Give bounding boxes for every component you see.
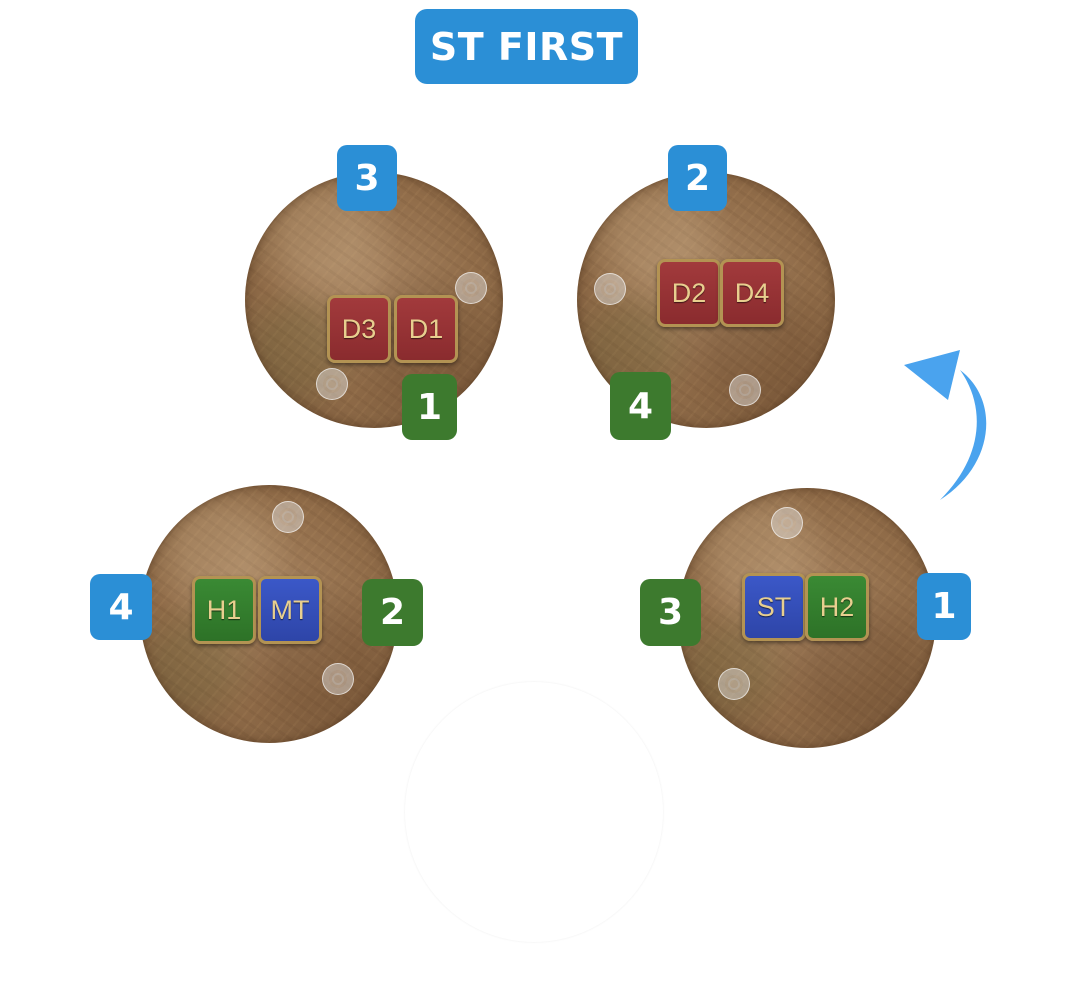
waymark-circle-icon xyxy=(718,668,750,700)
order-badge-blue: 4 xyxy=(90,574,152,640)
order-badge-green: 4 xyxy=(610,372,671,440)
role-tile-d3: D3 xyxy=(327,295,391,363)
page-title: ST FIRST xyxy=(415,9,638,84)
role-tile-h1: H1 xyxy=(192,576,256,644)
order-badge-green: 3 xyxy=(640,579,701,646)
platform-bottom-empty xyxy=(405,682,663,942)
role-tile-d4: D4 xyxy=(720,259,784,327)
role-tile-h2: H2 xyxy=(805,573,869,641)
role-tile-d1: D1 xyxy=(394,295,458,363)
waymark-circle-icon xyxy=(729,374,761,406)
order-badge-green: 2 xyxy=(362,579,423,646)
role-tile-st: ST xyxy=(742,573,806,641)
order-badge-blue: 3 xyxy=(337,145,397,211)
role-tile-d2: D2 xyxy=(657,259,721,327)
waymark-circle-icon xyxy=(455,272,487,304)
waymark-circle-icon xyxy=(771,507,803,539)
waymark-circle-icon xyxy=(272,501,304,533)
order-badge-green: 1 xyxy=(402,374,457,440)
waymark-circle-icon xyxy=(322,663,354,695)
curved-arrow-counterclockwise-icon xyxy=(904,350,987,500)
order-badge-blue: 1 xyxy=(917,573,971,640)
waymark-circle-icon xyxy=(316,368,348,400)
waymark-circle-icon xyxy=(594,273,626,305)
order-badge-blue: 2 xyxy=(668,145,727,211)
role-tile-mt: MT xyxy=(258,576,322,644)
